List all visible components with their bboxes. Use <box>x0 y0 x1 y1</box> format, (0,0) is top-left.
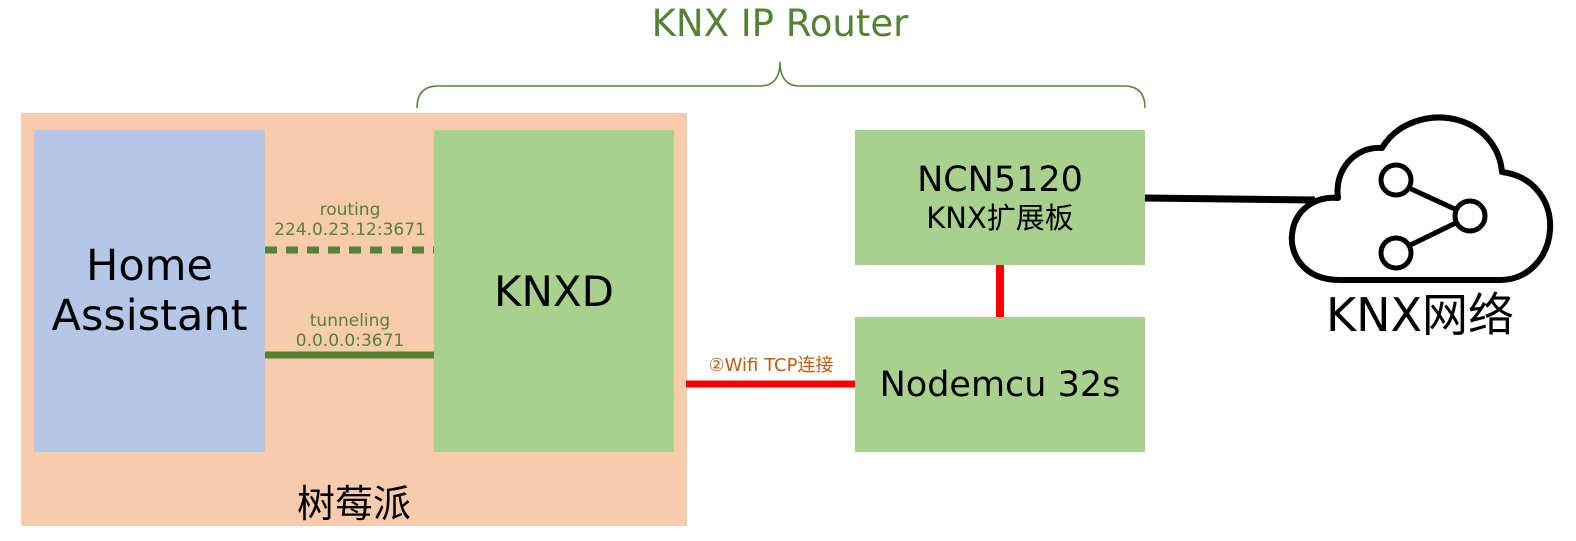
nodemcu-label: Nodemcu 32s <box>879 364 1121 405</box>
home-assistant-label: Home Assistant <box>52 241 248 341</box>
tunneling-link-label: tunneling 0.0.0.0:3671 <box>260 311 440 351</box>
knx-bus-line <box>1144 194 1316 204</box>
cloud-share-icon <box>1288 114 1554 283</box>
knxd-box: KNXD <box>434 130 674 452</box>
nodemcu-box: Nodemcu 32s <box>855 317 1145 452</box>
ncn5120-box: NCN5120 KNX扩展板 <box>855 130 1145 265</box>
ncn5120-subtitle: KNX扩展板 <box>926 200 1074 235</box>
tunneling-link-name: tunneling <box>309 311 391 331</box>
router-title: KNX IP Router <box>651 2 909 45</box>
home-assistant-box: Home Assistant <box>34 130 265 452</box>
routing-link-address: 224.0.23.12:3671 <box>274 220 426 240</box>
knx-network-label: KNX网络 <box>1325 288 1515 342</box>
knxd-label: KNXD <box>493 266 615 316</box>
routing-link-label: routing 224.0.23.12:3671 <box>260 200 440 240</box>
raspberry-pi-label: 树莓派 <box>296 482 411 526</box>
tunneling-link-address: 0.0.0.0:3671 <box>295 331 405 351</box>
wifi-link-label: ②Wifi TCP连接 <box>708 355 834 376</box>
router-brace <box>416 61 1146 109</box>
routing-link-name: routing <box>319 200 381 220</box>
home-assistant-label-line1: Home <box>86 241 213 291</box>
home-assistant-label-line2: Assistant <box>51 291 248 341</box>
ncn5120-title: NCN5120 <box>917 159 1083 200</box>
